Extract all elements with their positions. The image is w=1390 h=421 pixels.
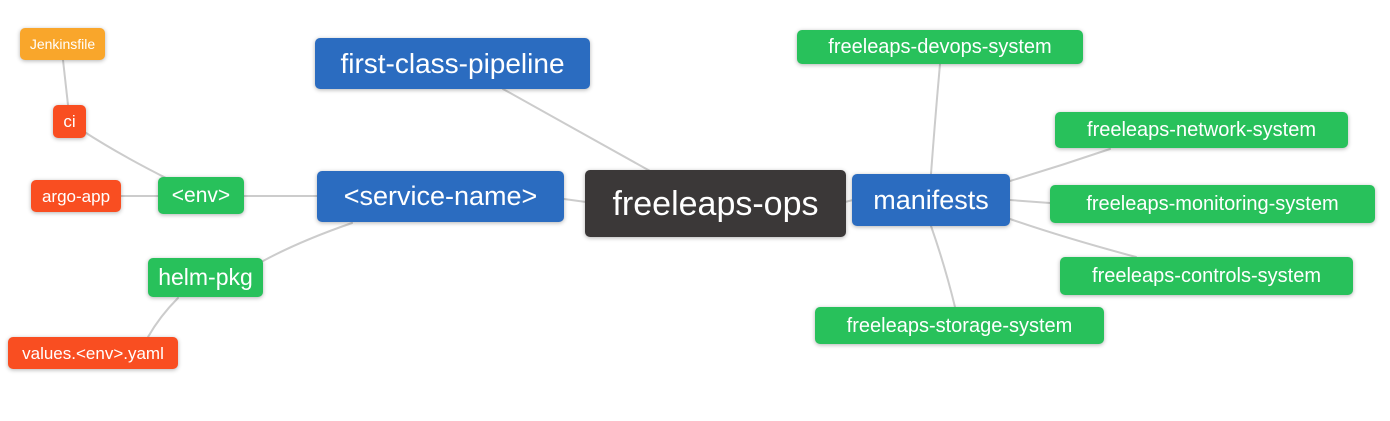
- edge-manifests-storage: [930, 225, 956, 308]
- edge-manifests-devops: [930, 63, 941, 175]
- edge-manifests-network: [1009, 148, 1111, 182]
- node-env[interactable]: <env>: [158, 177, 244, 214]
- edge-pipeline-ops: [502, 88, 651, 172]
- node-ci[interactable]: ci: [53, 105, 86, 138]
- edge-ops-manifests: [844, 199, 854, 203]
- node-freeleaps-controls-system[interactable]: freeleaps-controls-system: [1060, 257, 1353, 295]
- node-argo-app[interactable]: argo-app: [31, 180, 121, 212]
- node-freeleaps-monitoring-system[interactable]: freeleaps-monitoring-system: [1050, 185, 1375, 223]
- edge-manifests-monitoring: [1009, 199, 1051, 204]
- node-freeleaps-network-system[interactable]: freeleaps-network-system: [1055, 112, 1348, 148]
- node-helm-pkg[interactable]: helm-pkg: [148, 258, 263, 297]
- node-freeleaps-storage-system[interactable]: freeleaps-storage-system: [815, 307, 1104, 344]
- node-first-class-pipeline[interactable]: first-class-pipeline: [315, 38, 590, 89]
- node-jenkinsfile[interactable]: Jenkinsfile: [20, 28, 105, 60]
- edge-service-name-helm-pkg: [262, 222, 353, 262]
- node-manifests[interactable]: manifests: [852, 174, 1010, 226]
- edge-jenkinsfile-ci: [62, 59, 69, 106]
- edge-ci-env: [82, 130, 171, 181]
- edge-manifests-controls: [1009, 218, 1137, 258]
- edge-helm-pkg-values: [147, 297, 179, 338]
- node-freeleaps-ops[interactable]: freeleaps-ops: [585, 170, 846, 237]
- edge-service-name-ops: [563, 198, 587, 203]
- node-service-name[interactable]: <service-name>: [317, 171, 564, 222]
- node-values-env-yaml[interactable]: values.<env>.yaml: [8, 337, 178, 369]
- node-freeleaps-devops-system[interactable]: freeleaps-devops-system: [797, 30, 1083, 64]
